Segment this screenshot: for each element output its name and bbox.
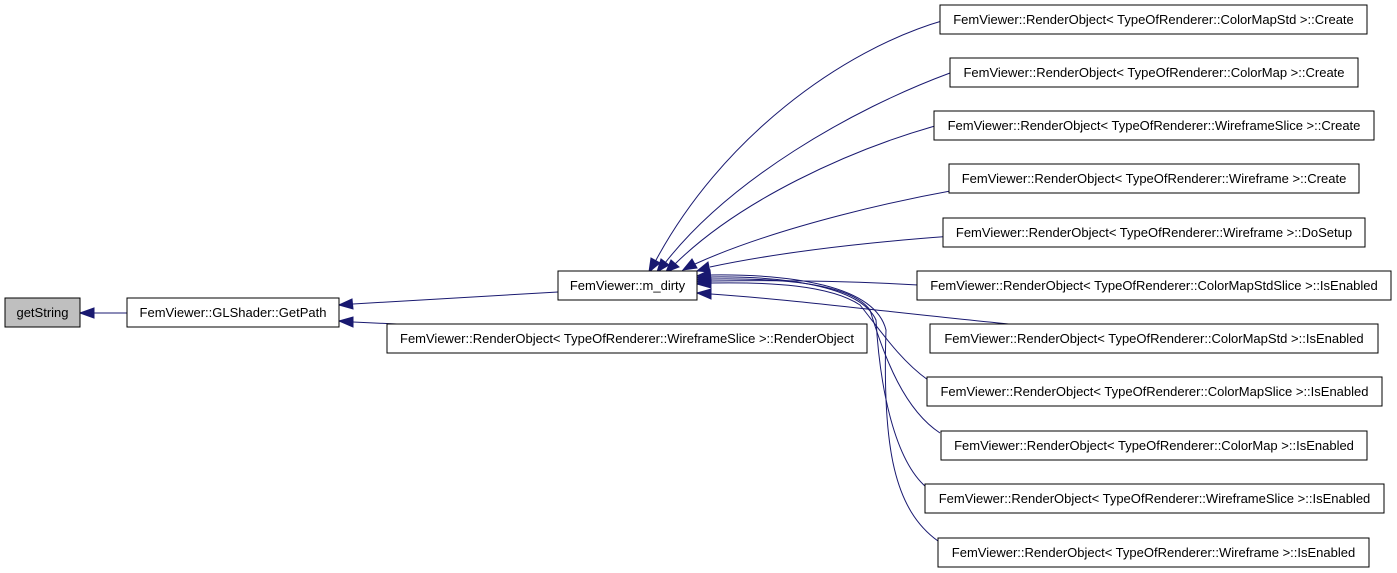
node-label: FemViewer::RenderObject< TypeOfRenderer:… [948,118,1361,133]
node-label: FemViewer::RenderObject< TypeOfRenderer:… [940,384,1368,399]
node-getstring[interactable]: getString [4,297,81,328]
edge-wireframeslice-create-to-mdirty [674,125,936,265]
node-glshader-getpath[interactable]: FemViewer::GLShader::GetPath [126,297,340,328]
node-label: FemViewer::RenderObject< TypeOfRenderer:… [930,278,1378,293]
arrowhead-getstring [78,307,95,319]
node-label: FemViewer::RenderObject< TypeOfRenderer:… [956,225,1352,240]
node-colormapstdslice-isenabled[interactable]: FemViewer::RenderObject< TypeOfRenderer:… [916,270,1392,301]
node-m-dirty[interactable]: FemViewer::m_dirty [557,270,698,301]
node-wireframeslice-isenabled[interactable]: FemViewer::RenderObject< TypeOfRenderer:… [924,483,1385,514]
node-label: FemViewer::RenderObject< TypeOfRenderer:… [952,545,1355,560]
edge-wireframe-isenabled-to-mdirty [710,274,939,542]
arrowhead-getpath-1 [337,298,354,310]
edge-colormapstdslice-isenabled-to-mdirty [710,280,919,286]
node-colormap-create[interactable]: FemViewer::RenderObject< TypeOfRenderer:… [949,57,1359,88]
node-wireframeslice-create[interactable]: FemViewer::RenderObject< TypeOfRenderer:… [933,110,1375,141]
node-wireframe-create[interactable]: FemViewer::RenderObject< TypeOfRenderer:… [948,163,1360,194]
edge-colormapslice-isenabled-to-mdirty [710,282,929,381]
node-label: FemViewer::RenderObject< TypeOfRenderer:… [400,331,854,346]
arrowhead-mdirty-1 [648,257,661,274]
arrowhead-mdirty-11 [695,269,712,281]
node-renderobject-wireframeslice-ctor[interactable]: FemViewer::RenderObject< TypeOfRenderer:… [386,323,868,354]
node-colormapstd-create[interactable]: FemViewer::RenderObject< TypeOfRenderer:… [939,4,1368,35]
node-colormap-isenabled[interactable]: FemViewer::RenderObject< TypeOfRenderer:… [940,430,1368,461]
arrowhead-mdirty-7 [695,288,712,300]
node-label: FemViewer::m_dirty [570,278,686,293]
arrowhead-mdirty-4 [681,258,698,271]
node-colormapstd-isenabled[interactable]: FemViewer::RenderObject< TypeOfRenderer:… [929,323,1379,354]
node-label: FemViewer::RenderObject< TypeOfRenderer:… [939,491,1371,506]
node-wireframe-isenabled[interactable]: FemViewer::RenderObject< TypeOfRenderer:… [937,537,1370,568]
node-label: FemViewer::RenderObject< TypeOfRenderer:… [963,65,1344,80]
edge-colormap-isenabled-to-mdirty [710,278,941,434]
node-label: FemViewer::RenderObject< TypeOfRenderer:… [954,438,1354,453]
arrowhead-mdirty-5 [695,261,711,273]
arrowhead-getpath-2 [337,316,354,328]
node-label: FemViewer::RenderObject< TypeOfRenderer:… [953,12,1354,27]
node-label: FemViewer::GLShader::GetPath [140,305,327,320]
edges [78,19,1031,542]
arrowhead-mdirty-2 [656,258,670,274]
node-label: FemViewer::RenderObject< TypeOfRenderer:… [962,171,1347,186]
edge-wireframeslice-isenabled-to-mdirty [710,276,927,488]
node-label: getString [16,305,68,320]
edge-mdirty-to-getpath [352,291,559,305]
node-colormapslice-isenabled[interactable]: FemViewer::RenderObject< TypeOfRenderer:… [926,376,1383,407]
arrowhead-mdirty-3 [665,259,680,273]
edge-colormap-create-to-mdirty [664,72,951,264]
node-label: FemViewer::RenderObject< TypeOfRenderer:… [944,331,1363,346]
edge-colormapstd-create-to-mdirty [654,19,946,263]
node-wireframe-dosetup[interactable]: FemViewer::RenderObject< TypeOfRenderer:… [942,217,1366,248]
